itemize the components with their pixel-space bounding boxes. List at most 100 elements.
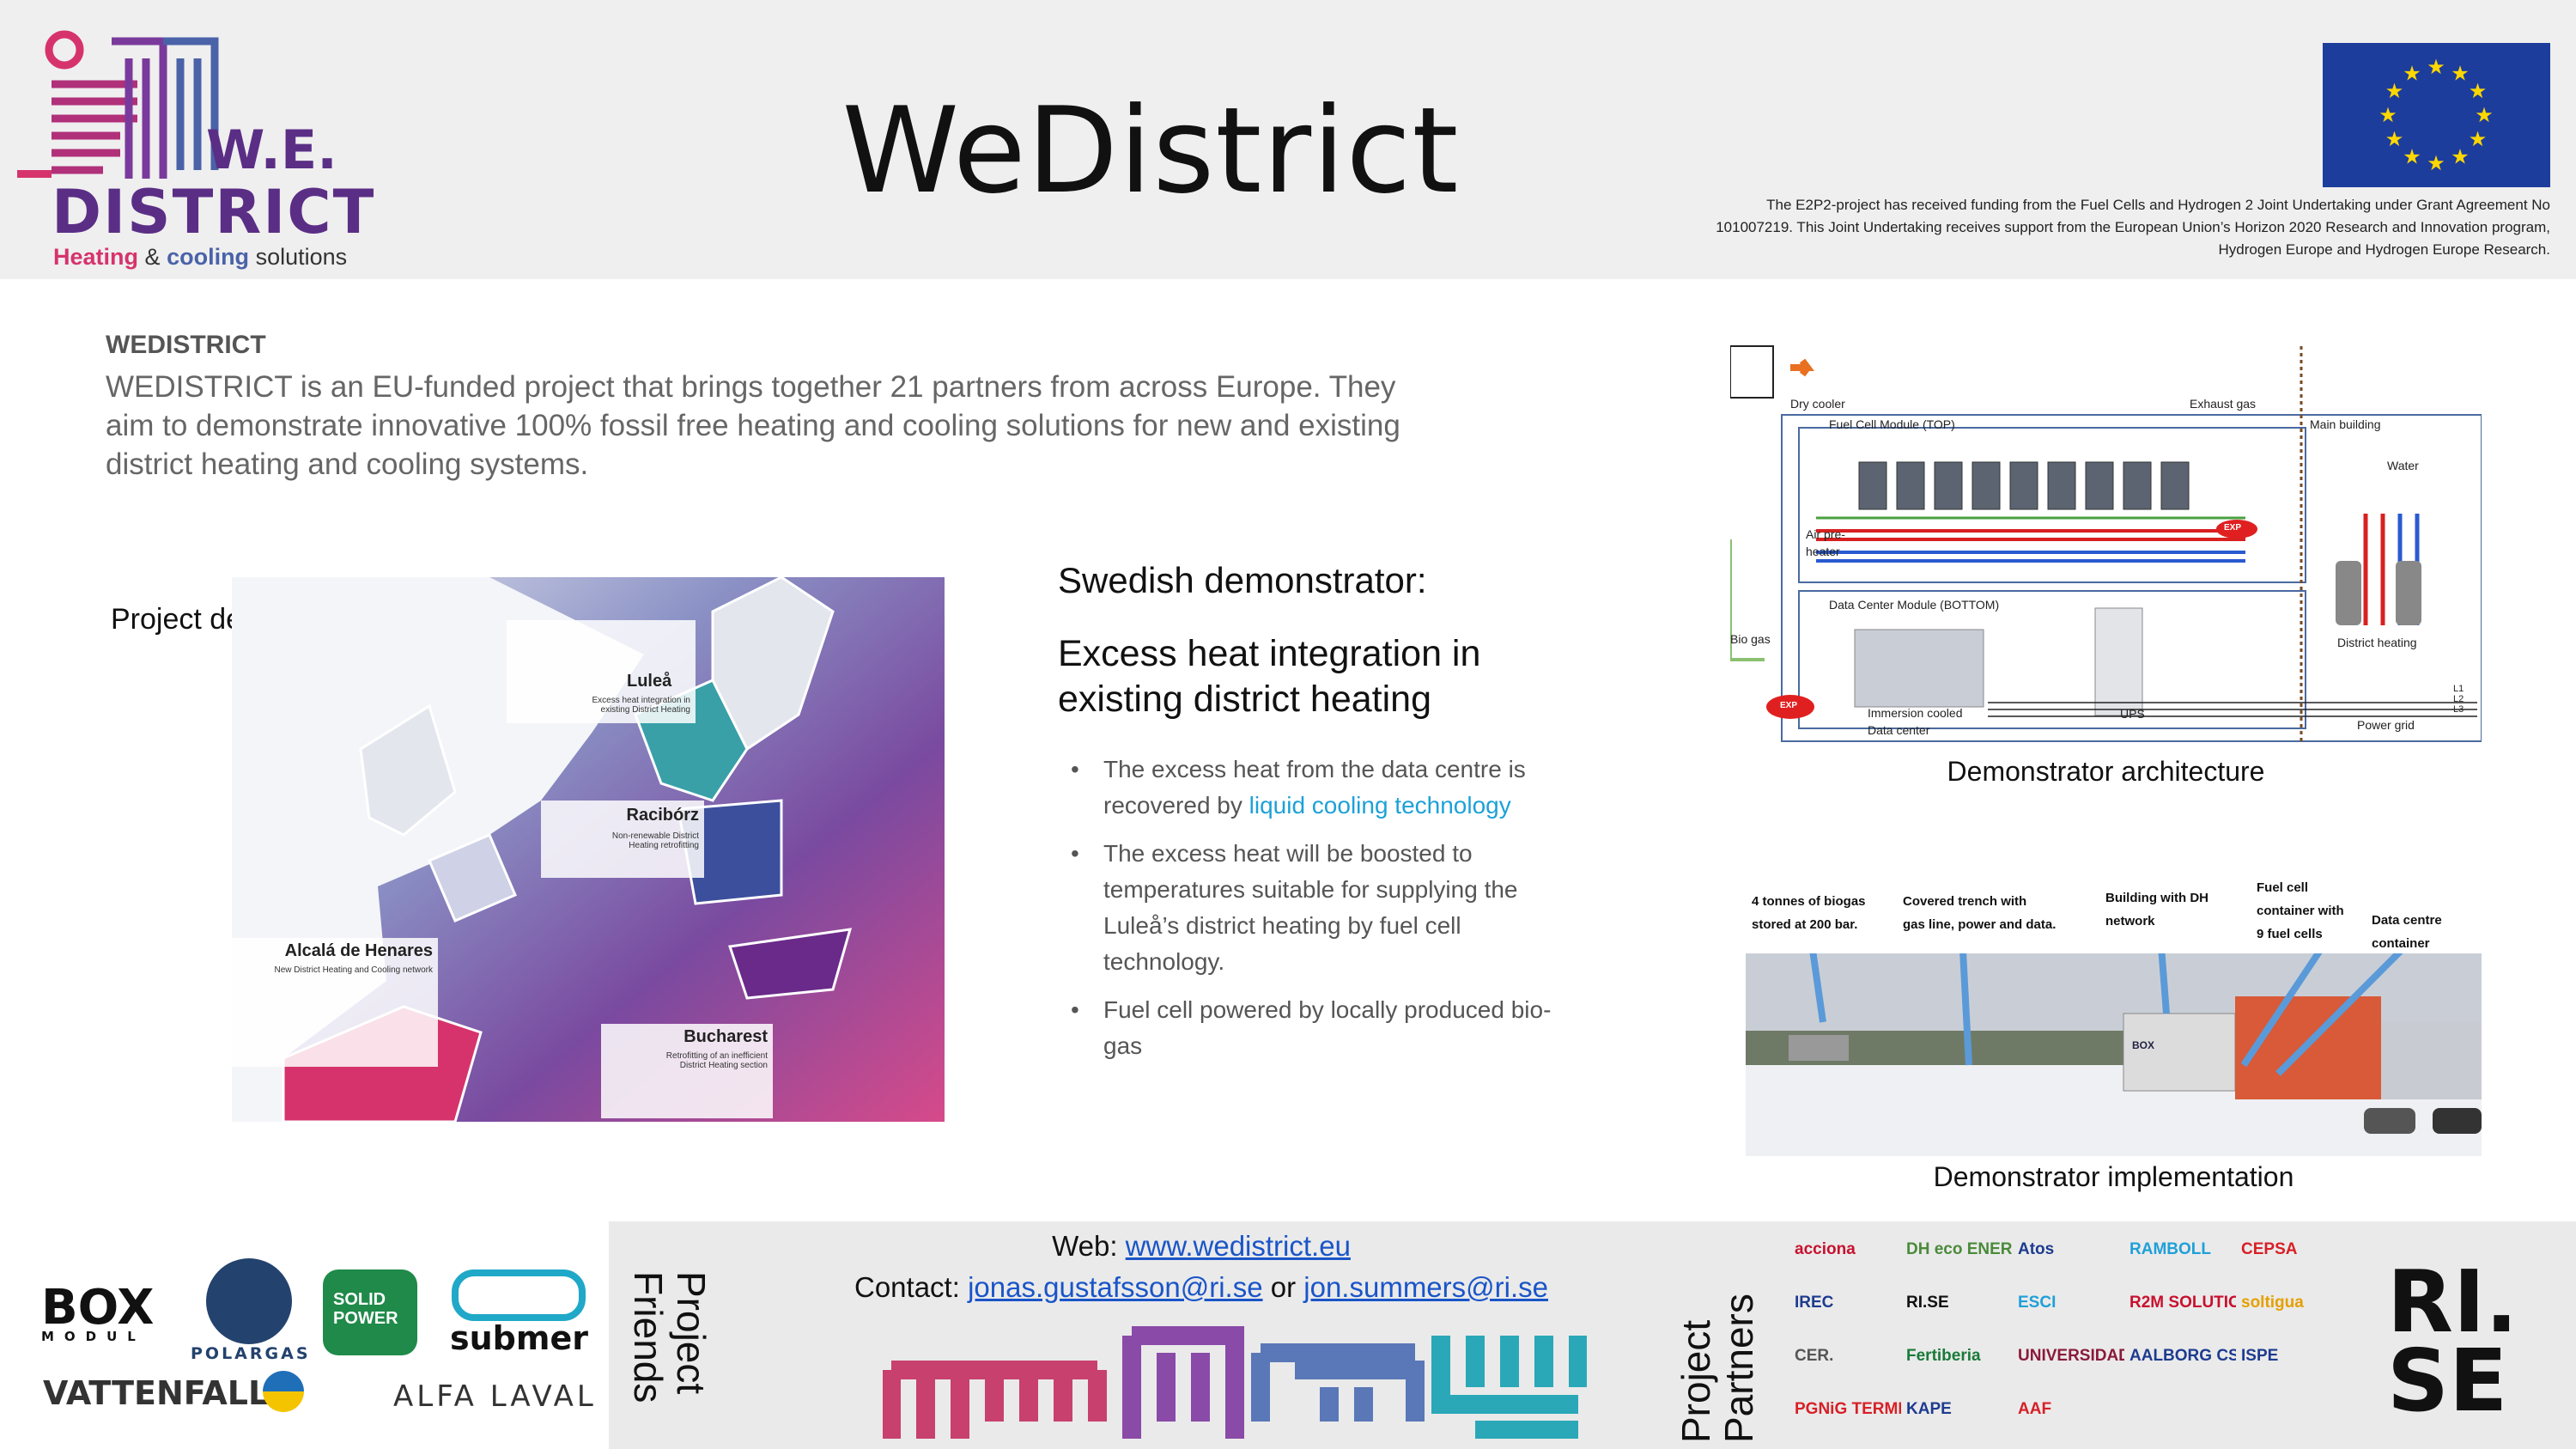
contact-line: Contact: jonas.gustafsson@ri.se or jon.s…: [609, 1271, 1794, 1304]
wedistrict-logo-mark: [17, 30, 219, 179]
label-exp-bottom: EXP: [1780, 701, 1798, 710]
swedish-bullets: •The excess heat from the data centre is…: [1069, 752, 1584, 1076]
partner-logo: RI.SE: [1906, 1294, 1949, 1312]
label-district-heating: District heating: [2337, 636, 2417, 649]
website-link[interactable]: www.wedistrict.eu: [1125, 1230, 1351, 1262]
eu-star-icon: ★: [2427, 152, 2445, 175]
bullet-liquid-cooling: •The excess heat from the data centre is…: [1069, 752, 1584, 824]
partner-logo: KAPE: [1906, 1400, 1952, 1418]
intro-body: WEDISTRICT is an EU-funded project that …: [106, 370, 1400, 481]
site-name-lulea: Luleå: [627, 672, 672, 691]
wedistrict-pattern-graphic: [882, 1318, 1588, 1440]
architecture-caption: Demonstrator architecture: [1947, 756, 2265, 787]
label-exp-top: EXP: [2224, 523, 2242, 533]
eu-flag-icon: ★★★★★★★★★★★★: [2323, 43, 2550, 187]
architecture-graphic: [1728, 345, 2482, 742]
eu-star-icon: ★: [2427, 56, 2445, 79]
fuel-cell-unit: [2085, 461, 2114, 510]
eu-star-icon: ★: [2385, 128, 2404, 151]
eu-star-icon: ★: [2451, 63, 2470, 86]
liquid-cooling-link[interactable]: liquid cooling technology: [1249, 792, 1511, 819]
partner-logo: CER.: [1795, 1347, 1834, 1365]
eu-star-icon: ★: [2403, 145, 2421, 168]
eu-star-icon: ★: [2403, 63, 2421, 86]
label-main-building: Main building: [2310, 417, 2381, 431]
fuel-cell-unit: [2047, 461, 2076, 510]
partner-logo: Atos: [2018, 1240, 2055, 1258]
fuel-cell-unit: [2009, 461, 2038, 510]
site-card-alcala: Alcalá de Henares New District Heating a…: [180, 938, 438, 1067]
eu-star-icon: ★: [2451, 145, 2470, 168]
partner-logo: soltigua: [2241, 1294, 2304, 1312]
sponsor-alfa-laval: ALFA LAVAL: [393, 1379, 597, 1414]
fuel-cell-unit: [2123, 461, 2152, 510]
sponsor-polargas: POLARGAS: [191, 1344, 311, 1363]
label-water: Water: [2387, 459, 2419, 472]
partner-logo: acciona: [1795, 1240, 1856, 1258]
site-name-bucharest: Bucharest: [683, 1027, 768, 1046]
contact-email-jon[interactable]: jon.summers@ri.se: [1303, 1271, 1548, 1303]
label-fuel-cell-module: Fuel Cell Module (TOP): [1829, 417, 1955, 431]
architecture-diagram: Dry cooler Exhaust gas Fuel Cell Module …: [1728, 342, 2482, 744]
partner-logo: AALBORG CSP: [2129, 1347, 2236, 1365]
fuel-cell-unit: [1934, 461, 1963, 510]
eu-star-icon: ★: [2379, 104, 2397, 127]
implementation-photo: BOX: [1746, 901, 2482, 1156]
partner-logo: RAMBOLL: [2129, 1240, 2211, 1258]
fuel-cell-unit: [1896, 461, 1925, 510]
contact-or: or: [1262, 1271, 1304, 1303]
partner-logo: AAF: [2018, 1400, 2052, 1418]
site-card-bucharest: Bucharest Retrofitting of an inefficient…: [601, 1024, 773, 1118]
eu-star-icon: ★: [2469, 128, 2488, 151]
polargas-logo-icon: [206, 1258, 292, 1344]
logo-tag-solutions: solutions: [255, 244, 348, 270]
bullet-marker: •: [1071, 996, 1079, 1023]
partner-logo: Fertiberia: [1906, 1347, 1981, 1365]
partner-logo: DH eco ENERGIAS: [1906, 1240, 2013, 1258]
label-data-center-module: Data Center Module (BOTTOM): [1829, 598, 2000, 612]
fuel-cell-unit: [2160, 461, 2190, 510]
wedistrict-logo: W.E. DISTRICT Heating & cooling solution…: [17, 15, 374, 273]
label-exhaust-gas: Exhaust gas: [2190, 397, 2257, 411]
bullet-heat-boost: • The excess heat will be boosted to temp…: [1069, 836, 1584, 980]
bullet-marker: •: [1071, 756, 1079, 782]
submer-logo-icon: [452, 1269, 586, 1321]
bullet-text: The excess heat will be boosted to tempe…: [1103, 840, 1518, 975]
logo-tagline: Heating & cooling solutions: [53, 244, 347, 271]
eu-star-icon: ★: [2469, 80, 2488, 103]
label-air-preheater: Air pre-heater: [1806, 527, 1845, 558]
eu-star-icon: ★: [2475, 104, 2494, 127]
contact-email-jonas[interactable]: jonas.gustafsson@ri.se: [968, 1271, 1263, 1303]
bullet-marker: •: [1071, 840, 1079, 867]
web-label: Web:: [1052, 1230, 1126, 1262]
fuel-cell-unit: [1971, 461, 2001, 510]
bullet-text: Fuel cell powered by locally produced bi…: [1103, 996, 1552, 1059]
photo-box-sign: BOX: [2132, 1039, 2155, 1051]
contact-label: Contact:: [854, 1271, 969, 1303]
partner-logo: ESCI: [2018, 1294, 2057, 1312]
eu-funding-note: The E2P2-project has received funding fr…: [1716, 197, 2550, 258]
logo-tag-cooling: cooling: [167, 244, 250, 270]
logo-word-we: W.E.: [206, 119, 337, 181]
label-dry-cooler: Dry cooler: [1790, 397, 1845, 411]
site-name-raciborz: Racibórz: [626, 806, 699, 825]
sponsor-vattenfall: VATTENFALL: [43, 1374, 270, 1412]
site-desc-alcala: New District Heating and Cooling network: [274, 965, 433, 975]
partner-logo: UNIVERSIDAD DE CÓRDOBA: [2018, 1347, 2124, 1365]
vattenfall-logo-icon: [263, 1371, 304, 1412]
label-ups: UPS: [2120, 707, 2145, 721]
logo-tag-heating: Heating: [53, 244, 139, 270]
header-band: [0, 0, 2576, 279]
